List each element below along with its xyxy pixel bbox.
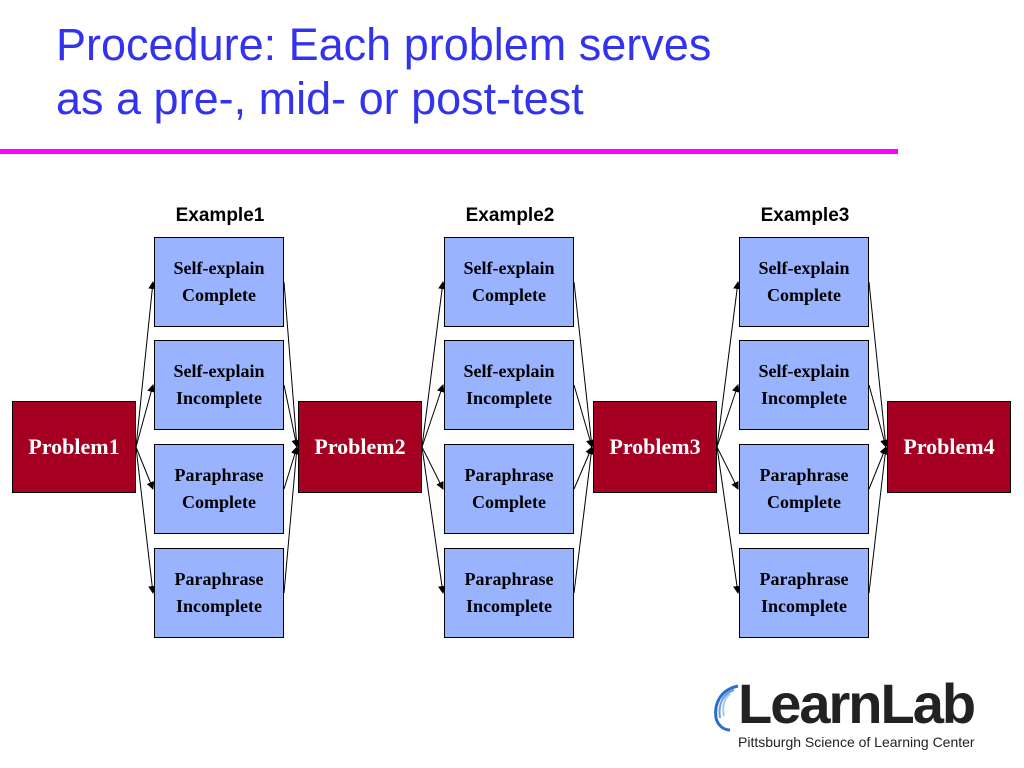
condition-line-2: Incomplete: [761, 388, 847, 408]
logo-wordmark: LearnLab: [738, 672, 976, 735]
example-1-self-explain-incomplete-box: Self-explain Incomplete: [154, 340, 284, 430]
arrow-problem-1-to-condition-1: [135, 281, 157, 448]
condition-line-2: Incomplete: [761, 596, 847, 616]
condition-line-1: Self-explain: [463, 258, 555, 278]
arrow-condition-1-to-problem-2: [283, 281, 301, 448]
condition-line-1: Self-explain: [173, 258, 265, 278]
arrow-condition-1-to-problem-3: [573, 281, 596, 448]
example-1-paraphrase-incomplete-box: Paraphrase Incomplete: [154, 548, 284, 638]
example-1-paraphrase-complete-box: Paraphrase Complete: [154, 444, 284, 534]
arrow-problem-1-to-condition-3: [135, 446, 155, 490]
logo-subtitle: Pittsburgh Science of Learning Center: [738, 734, 975, 750]
example-2-label: Example2: [465, 205, 555, 226]
problem-2-box: Problem2: [298, 401, 422, 493]
condition-line-2: Incomplete: [176, 596, 262, 616]
condition-line-1: Self-explain: [173, 361, 265, 381]
example-3-paraphrase-incomplete-box: Paraphrase Incomplete: [739, 548, 869, 638]
arrow-condition-4-to-problem-4: [868, 446, 890, 594]
example-3-self-explain-complete-box: Self-explain Complete: [739, 237, 869, 327]
condition-line-2: Complete: [182, 492, 256, 512]
arrow-problem-2-to-condition-3: [421, 446, 444, 490]
condition-line-2: Incomplete: [466, 388, 552, 408]
example-1-self-explain-complete-box: Self-explain Complete: [154, 237, 284, 327]
arrow-problem-2-to-condition-2: [421, 384, 445, 448]
arrow-condition-2-to-problem-2: [283, 384, 300, 448]
arrow-problem-3-to-condition-3: [716, 446, 739, 490]
problem-3-box: Problem3: [593, 401, 717, 493]
learnlab-logo-mark-icon: [714, 684, 739, 732]
arrow-condition-4-to-problem-3: [573, 446, 596, 594]
condition-line-1: Paraphrase: [759, 465, 849, 485]
example-2-paraphrase-complete-box: Paraphrase Complete: [444, 444, 574, 534]
condition-line-1: Paraphrase: [464, 465, 554, 485]
condition-line-1: Paraphrase: [174, 569, 264, 589]
arrow-problem-3-to-condition-1: [716, 281, 742, 448]
condition-line-2: Complete: [767, 285, 841, 305]
example-3-self-explain-incomplete-box: Self-explain Incomplete: [739, 340, 869, 430]
arrow-problem-2-to-condition-1: [421, 281, 447, 448]
example-3-label: Example3: [760, 205, 850, 226]
condition-line-2: Complete: [472, 285, 546, 305]
arrow-condition-2-to-problem-4: [868, 384, 889, 448]
condition-line-1: Self-explain: [463, 361, 555, 381]
condition-line-2: Complete: [182, 285, 256, 305]
slide-title: Procedure: Each problem serves as a pre-…: [56, 18, 956, 126]
condition-line-1: Paraphrase: [174, 465, 264, 485]
learnlab-logo: LearnLab Pittsburgh Science of Learning …: [708, 672, 1008, 758]
example-2-self-explain-incomplete-box: Self-explain Incomplete: [444, 340, 574, 430]
arrow-problem-1-to-condition-2: [135, 384, 156, 448]
condition-line-1: Self-explain: [758, 361, 850, 381]
arrow-problem-3-to-condition-4: [716, 446, 741, 594]
slide-title-line-2: as a pre-, mid- or post-test: [56, 73, 584, 124]
title-underline: [0, 149, 898, 154]
arrow-condition-4-to-problem-2: [283, 446, 301, 594]
problem-4-box: Problem4: [887, 401, 1011, 493]
problem-1-box: Problem1: [12, 401, 136, 493]
example-3-paraphrase-complete-box: Paraphrase Complete: [739, 444, 869, 534]
condition-line-1: Self-explain: [758, 258, 850, 278]
arrow-problem-2-to-condition-4: [421, 446, 446, 594]
condition-line-2: Incomplete: [176, 388, 262, 408]
condition-line-1: Paraphrase: [464, 569, 554, 589]
condition-line-1: Paraphrase: [759, 569, 849, 589]
arrow-condition-1-to-problem-4: [868, 281, 890, 448]
example-2-paraphrase-incomplete-box: Paraphrase Incomplete: [444, 548, 574, 638]
arrow-condition-2-to-problem-3: [573, 384, 594, 448]
slide-title-line-1: Procedure: Each problem serves: [56, 19, 712, 70]
condition-line-2: Complete: [767, 492, 841, 512]
arrow-problem-1-to-condition-4: [135, 446, 157, 594]
example-2-self-explain-complete-box: Self-explain Complete: [444, 237, 574, 327]
example-1-label: Example1: [175, 205, 265, 226]
condition-line-2: Incomplete: [466, 596, 552, 616]
arrow-problem-3-to-condition-2: [716, 384, 740, 448]
condition-line-2: Complete: [472, 492, 546, 512]
